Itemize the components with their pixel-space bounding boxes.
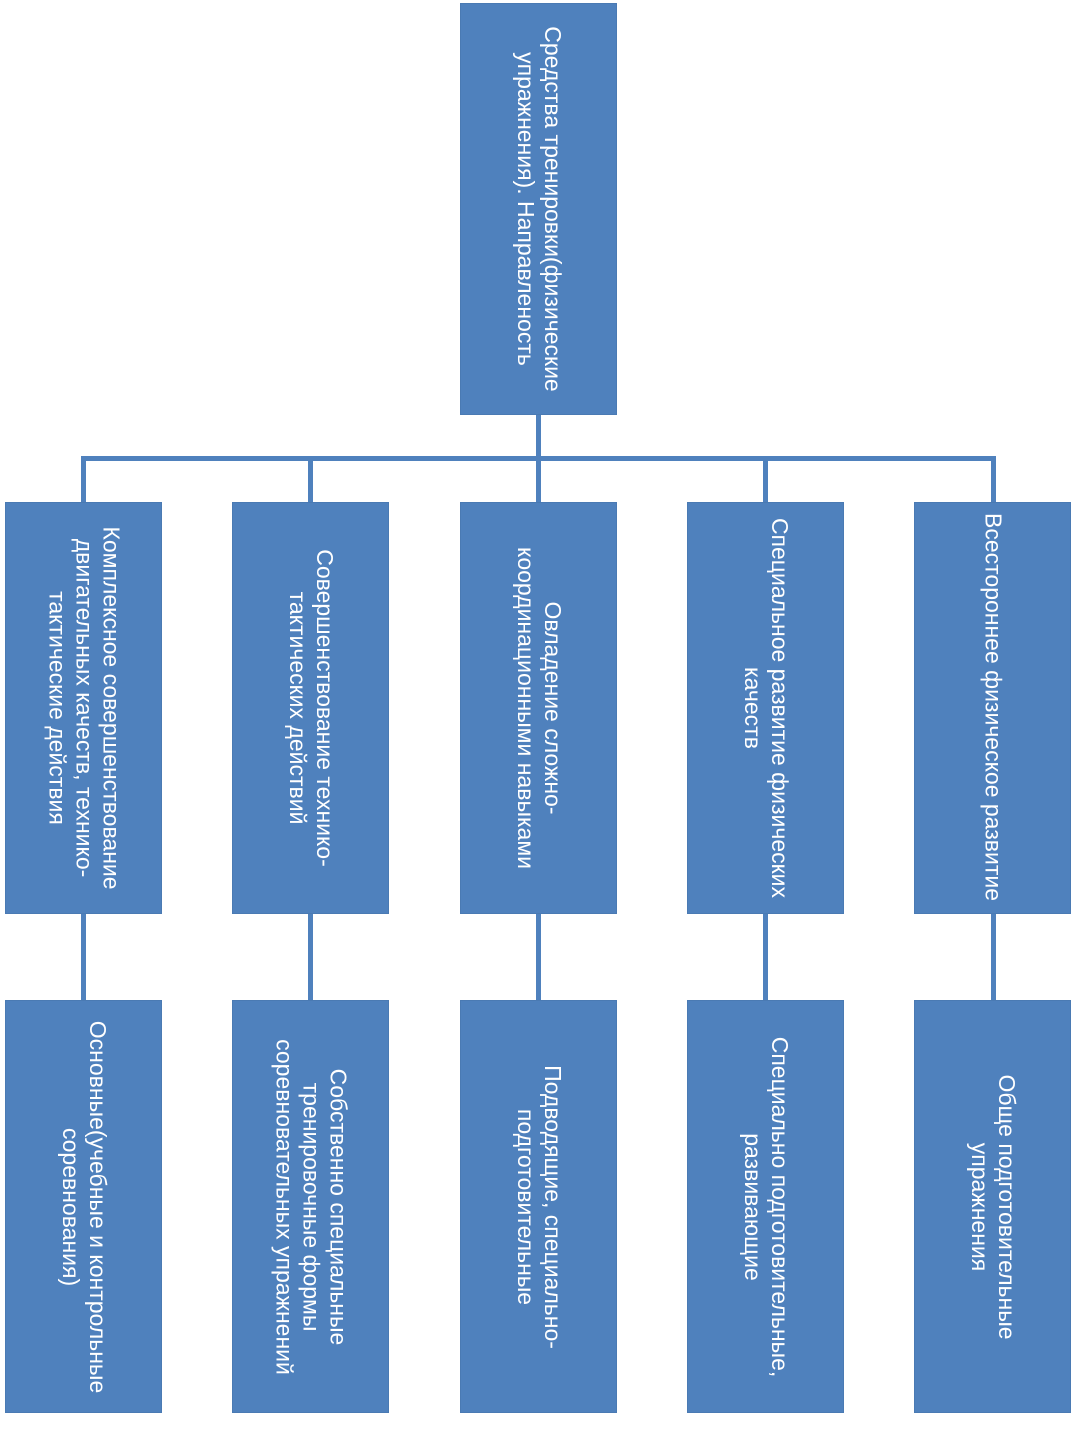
exercise-node-1-label: Основные(учебные и контрольные соревнова… xyxy=(57,1020,111,1393)
connector-direction-1-to-exercise-1 xyxy=(81,913,86,1001)
exercise-node-2-label: Собственно специальные тренировочные фор… xyxy=(271,1038,351,1375)
direction-node-2: Совершенствование технико-тактических де… xyxy=(232,502,389,914)
direction-node-5-label: Всестороннее физическое развитие xyxy=(980,513,1006,902)
direction-node-4-label: Специальное развитие физических качеств xyxy=(739,517,793,899)
direction-node-1-label: Комплексное совершенствование двигательн… xyxy=(44,526,124,890)
root-node: Средства тренировки(физические упражнени… xyxy=(460,3,617,415)
connector-bus-to-direction-5 xyxy=(991,456,996,504)
connector-direction-2-to-exercise-2 xyxy=(308,913,313,1001)
connector-bus-to-direction-4 xyxy=(763,456,768,504)
root-node-label: Средства тренировки(физические упражнени… xyxy=(512,26,566,392)
direction-node-1: Комплексное совершенствование двигательн… xyxy=(5,502,162,914)
direction-node-3: Овладение сложно-координационными навыка… xyxy=(460,502,617,914)
connector-root-down xyxy=(536,415,541,459)
exercise-node-1: Основные(учебные и контрольные соревнова… xyxy=(5,1000,162,1413)
exercise-node-3-label: Подводящие, специально-подготовительные xyxy=(512,1064,566,1349)
connector-direction-5-to-exercise-5 xyxy=(991,913,996,1001)
direction-node-3-label: Овладение сложно-координационными навыка… xyxy=(512,547,566,869)
direction-node-2-label: Совершенствование технико-тактических де… xyxy=(284,549,338,867)
connector-bus-to-direction-1 xyxy=(81,456,86,504)
connector-bus-to-direction-2 xyxy=(308,456,313,504)
connector-bus-to-direction-3 xyxy=(536,456,541,504)
direction-node-5: Всестороннее физическое развитие xyxy=(914,502,1071,914)
direction-node-4: Специальное развитие физических качеств xyxy=(687,502,844,914)
exercise-node-4-label: Специально подготовительные, развивающие xyxy=(739,1036,793,1377)
connector-direction-4-to-exercise-4 xyxy=(763,913,768,1001)
exercise-node-5-label: Обще подготовительные упражнения xyxy=(966,1073,1020,1340)
connector-direction-3-to-exercise-3 xyxy=(536,913,541,1001)
exercise-node-5: Обще подготовительные упражнения xyxy=(914,1000,1071,1413)
exercise-node-2: Собственно специальные тренировочные фор… xyxy=(232,1000,389,1413)
exercise-node-4: Специально подготовительные, развивающие xyxy=(687,1000,844,1413)
exercise-node-3: Подводящие, специально-подготовительные xyxy=(460,1000,617,1413)
